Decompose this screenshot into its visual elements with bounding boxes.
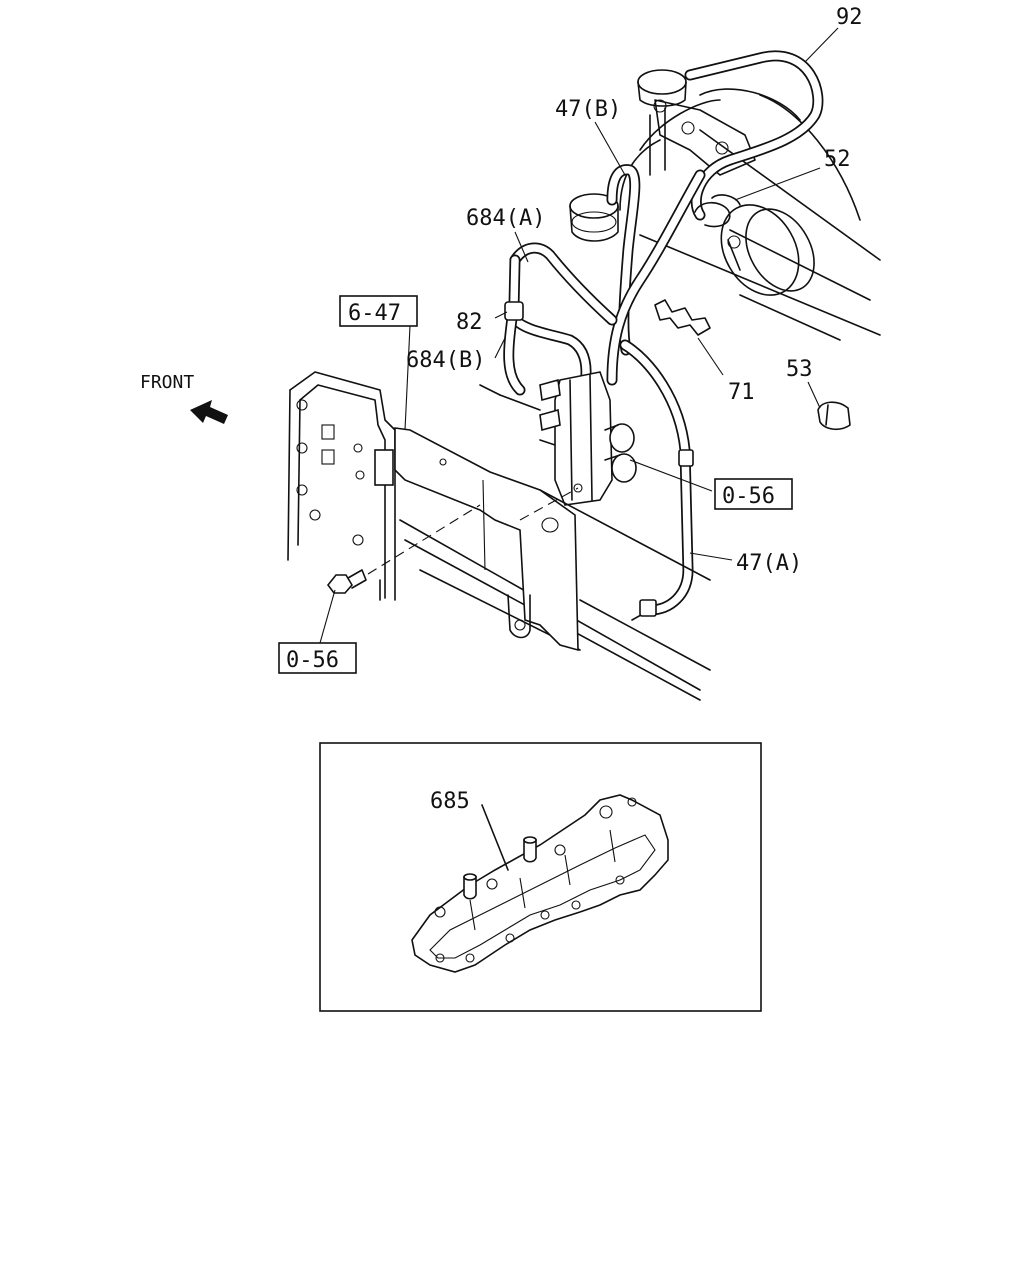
label-684b: 684(B) bbox=[406, 348, 485, 373]
solenoid-valve bbox=[479, 371, 637, 506]
tube-47a bbox=[619, 339, 694, 621]
label-92: 92 bbox=[836, 5, 863, 30]
actuator-top bbox=[637, 69, 687, 113]
exhaust-pipe bbox=[619, 88, 881, 341]
label-71: 71 bbox=[728, 380, 755, 405]
label-685: 685 bbox=[430, 789, 470, 814]
hose-684b bbox=[503, 312, 592, 396]
hose-92 bbox=[684, 50, 824, 221]
label-47b: 47(B) bbox=[555, 97, 621, 122]
clip-53 bbox=[817, 401, 851, 431]
bolt-0-56 bbox=[326, 487, 579, 594]
frame-bracket-left bbox=[287, 371, 396, 601]
mounting-plate bbox=[394, 427, 583, 652]
clip-71 bbox=[654, 299, 711, 336]
label-6-47: 6-47 bbox=[348, 301, 401, 326]
joint-82 bbox=[504, 301, 524, 321]
label-684a: 684(A) bbox=[466, 206, 545, 231]
ref-box-6-47[interactable]: 6-47 bbox=[339, 295, 418, 327]
label-47a: 47(A) bbox=[736, 551, 802, 576]
label-0-56-right: 0-56 bbox=[722, 484, 775, 509]
inset-685 bbox=[319, 742, 762, 1012]
label-53: 53 bbox=[786, 357, 813, 382]
label-52: 52 bbox=[824, 147, 851, 172]
front-arrow bbox=[190, 400, 228, 424]
hose-684a bbox=[508, 242, 618, 326]
ref-box-0-56-right[interactable]: 0-56 bbox=[714, 478, 793, 510]
hose-center bbox=[606, 169, 706, 386]
turbo-bracket bbox=[649, 99, 756, 176]
clamp-52 bbox=[694, 194, 741, 271]
ref-box-0-56-left[interactable]: 0-56 bbox=[278, 642, 357, 674]
label-0-56-left: 0-56 bbox=[286, 648, 339, 673]
label-front: FRONT bbox=[140, 372, 194, 393]
leader-lines bbox=[319, 27, 839, 644]
label-82: 82 bbox=[456, 310, 483, 335]
